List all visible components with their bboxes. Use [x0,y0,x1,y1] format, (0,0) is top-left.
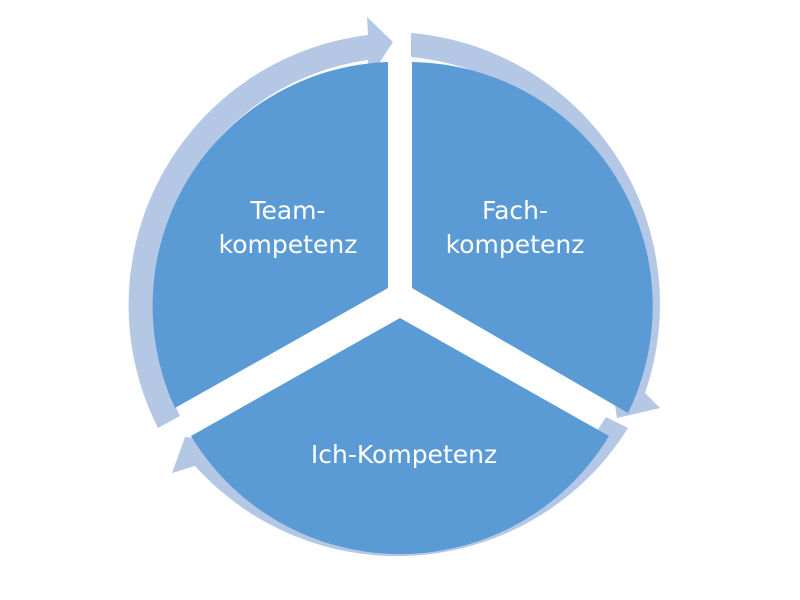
label-team: Team- kompetenz [219,194,358,262]
label-team-line2: kompetenz [218,230,358,259]
label-fach-line2: kompetenz [445,230,585,259]
cycle-arrow-team [128,17,393,428]
segment-fach [412,62,653,413]
segment-team [152,62,388,408]
segment-ich [191,318,609,555]
label-fach-line1: Fach- [481,196,549,225]
label-ich: Ich-Kompetenz [311,438,497,472]
label-ich-line1: Ich-Kompetenz [310,440,498,469]
label-team-line1: Team- [250,196,326,225]
label-fach: Fach- kompetenz [446,194,585,262]
